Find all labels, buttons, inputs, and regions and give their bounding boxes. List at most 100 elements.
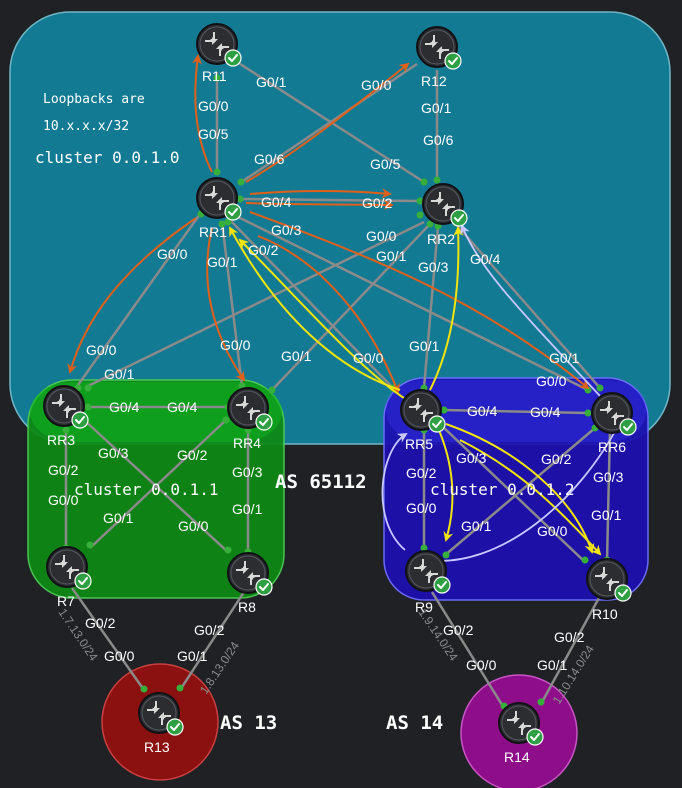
if-r8-g00: G0/0 (178, 518, 209, 534)
status-check-icon (71, 411, 89, 429)
if-rr6-g01: G0/1 (549, 350, 580, 366)
if-r12-g00: G0/0 (361, 77, 392, 93)
if-rr1-g02: G0/2 (248, 242, 279, 258)
if-rr2-g03: G0/3 (418, 259, 449, 275)
label-r9: R9 (415, 599, 433, 615)
router-arrows-icon (600, 401, 624, 425)
if-rr6-g04: G0/4 (530, 404, 561, 420)
cluster-012-label: cluster 0.0.1.2 (430, 480, 575, 499)
router-rr4[interactable] (227, 387, 273, 431)
router-arrows-icon (425, 35, 449, 59)
if-r14-g00: G0/0 (466, 657, 497, 673)
if-rr4-g00: G0/0 (220, 337, 251, 353)
label-r8: R8 (238, 599, 256, 615)
if-rr1-g04: G0/4 (261, 194, 292, 210)
router-arrows-icon (205, 186, 229, 210)
cluster-011-label: cluster 0.0.1.1 (74, 480, 219, 499)
router-arrows-icon (595, 567, 619, 591)
if-r13-g01: G0/1 (177, 648, 208, 664)
router-r13[interactable] (138, 692, 184, 736)
router-arrows-icon (507, 711, 531, 735)
router-rr1[interactable] (196, 177, 242, 221)
if-rr5-g00: G0/0 (353, 350, 384, 366)
router-labels: R11 R12 RR1 RR2 RR3 RR4 RR5 RR6 R7 R8 R9… (47, 68, 626, 765)
if-rr3-g03: G0/3 (98, 445, 129, 461)
router-r14[interactable] (498, 702, 544, 746)
if-rr5-g03: G0/3 (456, 450, 487, 466)
router-r11[interactable] (196, 23, 242, 67)
if-rr2-g00: G0/0 (366, 228, 397, 244)
router-rr3[interactable] (43, 385, 89, 429)
orange-route-arrows (67, 54, 590, 394)
router-r8[interactable] (227, 552, 273, 596)
if-r8-g02: G0/2 (194, 622, 225, 638)
router-rr6[interactable] (591, 392, 637, 436)
router-arrows-icon (147, 701, 171, 725)
label-r12: R12 (421, 73, 447, 89)
loopback-note-line1: Loopbacks are (43, 92, 145, 107)
as-14-label: AS 14 (386, 712, 443, 734)
if-rr3-g04: G0/4 (109, 399, 140, 415)
if-rr2-g06: G0/6 (423, 132, 454, 148)
if-rr6-g03: G0/3 (593, 469, 624, 485)
if-rr5-g04: G0/4 (467, 403, 498, 419)
status-check-icon (255, 578, 273, 596)
router-arrows-icon (205, 32, 229, 56)
if-r14-g01: G0/1 (537, 657, 568, 673)
if-r7-g02: G0/2 (85, 615, 116, 631)
if-r12-g01: G0/1 (421, 100, 452, 116)
label-rr2: RR2 (427, 231, 455, 247)
status-check-icon (444, 52, 462, 70)
label-r10: R10 (592, 606, 618, 622)
router-arrows-icon (236, 561, 260, 585)
if-rr6-g02: G0/2 (541, 451, 572, 467)
router-arrows-icon (52, 394, 76, 418)
interface-labels: G0/1 G0/0 G0/5 G0/0 G0/1 G0/6 G0/6 G0/5 … (48, 74, 624, 673)
router-rr2[interactable] (422, 183, 468, 227)
if-rr4-g03: G0/3 (232, 464, 263, 480)
if-rr1-g05: G0/5 (198, 126, 229, 142)
if-r11-g00: G0/0 (198, 98, 229, 114)
label-rr1: RR1 (199, 224, 227, 240)
if-rr5-g02: G0/2 (406, 465, 437, 481)
white-route-arrows (381, 224, 621, 562)
router-r7[interactable] (46, 546, 92, 590)
if-rr1-g00: G0/0 (157, 246, 188, 262)
router-r10[interactable] (586, 558, 632, 602)
routers (43, 23, 637, 746)
if-rr3-g01: G0/1 (104, 366, 135, 382)
if-r9-g01: G0/1 (461, 518, 492, 534)
if-rr4-g04: G0/4 (167, 399, 198, 415)
if-rr1-g03: G0/3 (271, 222, 302, 238)
router-r12[interactable] (416, 26, 462, 70)
if-rr2-g01: G0/1 (376, 248, 407, 264)
if-rr3-g00: G0/0 (86, 342, 117, 358)
if-rr1-g01: G0/1 (207, 254, 238, 270)
if-r9-g00: G0/0 (406, 500, 437, 516)
if-r7-g01: G0/1 (103, 510, 134, 526)
status-check-icon (433, 576, 451, 594)
router-arrows-icon (236, 396, 260, 420)
if-r10-g01: G0/1 (591, 507, 622, 523)
if-r9-g02: G0/2 (443, 622, 474, 638)
status-check-icon (224, 203, 242, 221)
router-r9[interactable] (405, 550, 451, 594)
router-arrows-icon (55, 555, 79, 579)
status-check-icon (450, 209, 468, 227)
loopback-note-line2: 10.x.x.x/32 (43, 119, 129, 134)
cluster-010-label: cluster 0.0.1.0 (35, 148, 180, 167)
if-rr2-g04: G0/4 (470, 251, 501, 267)
if-rr4-g02: G0/2 (177, 447, 208, 463)
status-check-icon (526, 728, 544, 746)
label-rr3: RR3 (47, 432, 75, 448)
status-check-icon (614, 584, 632, 602)
router-arrows-icon (414, 559, 438, 583)
if-rr2-g05: G0/5 (370, 156, 401, 172)
if-rr5-g01: G0/1 (409, 338, 440, 354)
status-check-icon (619, 418, 637, 436)
router-rr5[interactable] (400, 389, 446, 433)
status-check-icon (74, 572, 92, 590)
if-r8-g01: G0/1 (232, 501, 263, 517)
